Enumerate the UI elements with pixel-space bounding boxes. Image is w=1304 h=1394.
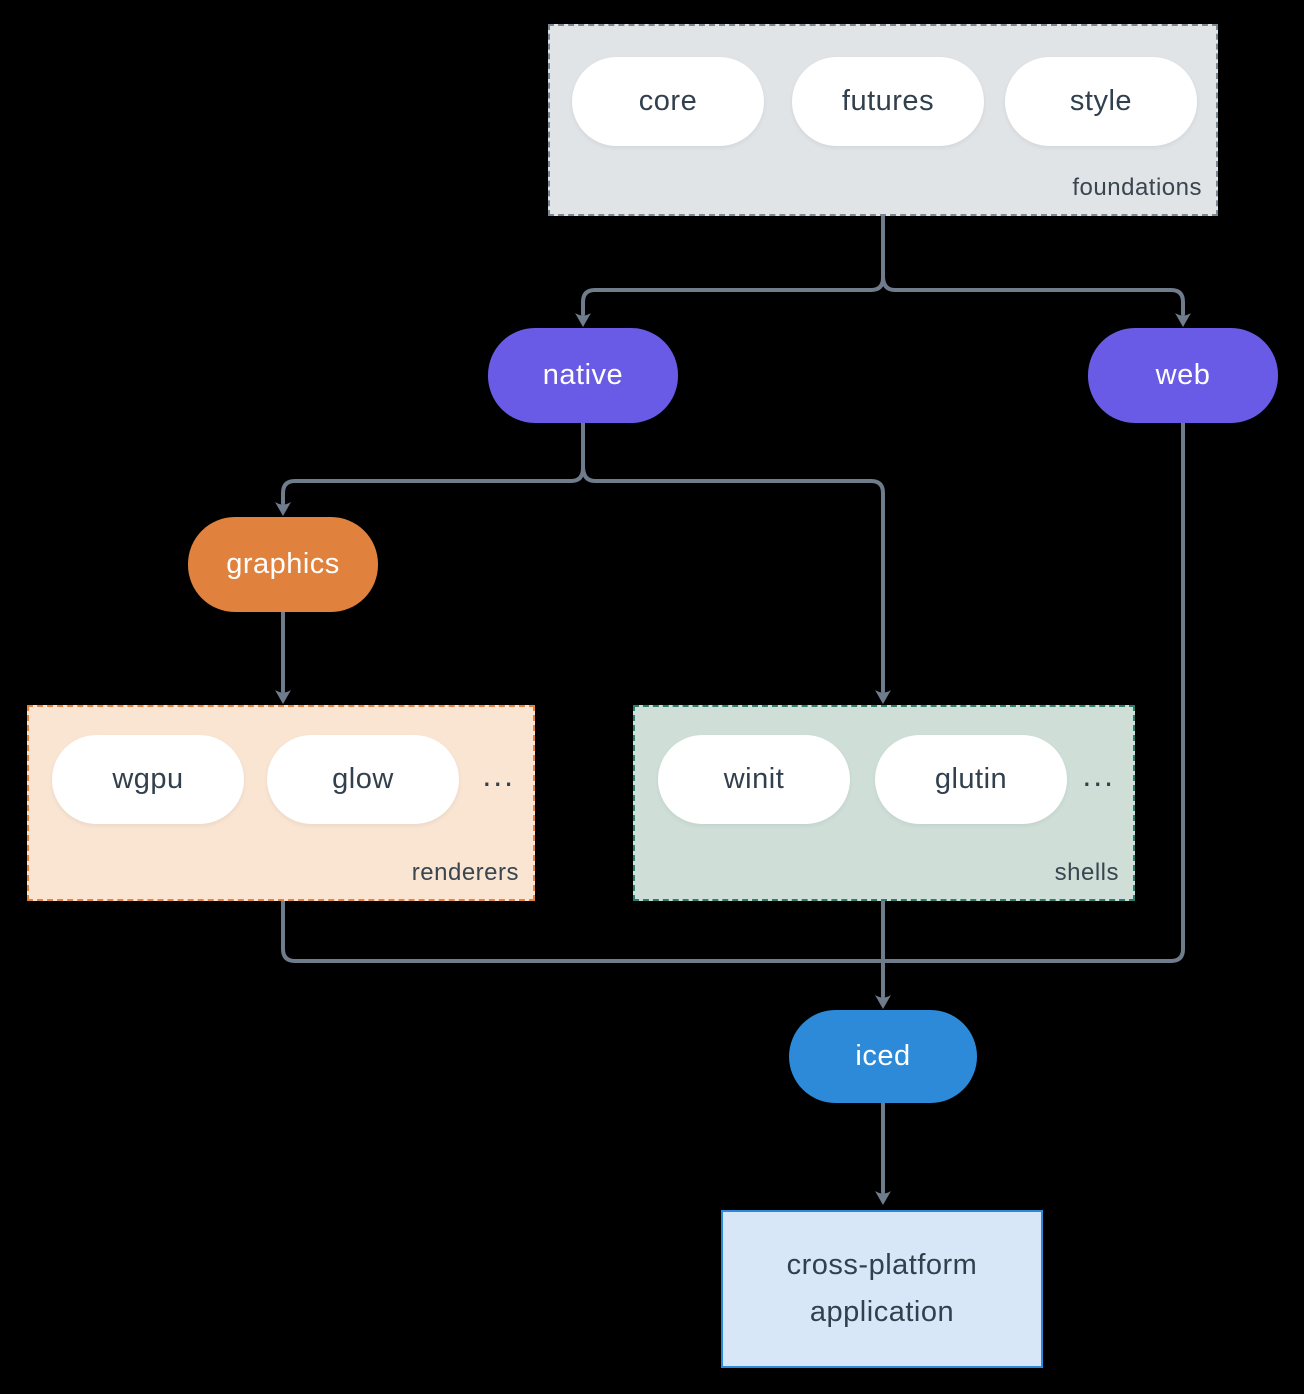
node-graphics-label: graphics xyxy=(226,548,340,580)
node-core: core xyxy=(572,57,764,146)
node-futures: futures xyxy=(792,57,984,146)
node-futures-label: futures xyxy=(841,85,935,117)
node-native: native xyxy=(488,328,678,423)
group-shells-label: shells xyxy=(1054,859,1119,886)
edge-foundations-native xyxy=(581,214,885,316)
shells-ellipsis: ... xyxy=(1082,757,1115,793)
app-label-line1: cross-platform xyxy=(786,1249,978,1281)
edge-native-shells xyxy=(581,464,885,693)
node-core-label: core xyxy=(638,85,698,117)
node-web-label: web xyxy=(1155,359,1211,391)
node-style-label: style xyxy=(1069,85,1133,117)
group-renderers-label: renderers xyxy=(411,859,519,886)
node-web: web xyxy=(1088,328,1278,423)
edge-native-graphics xyxy=(281,421,585,505)
edge-renderers-iced xyxy=(281,899,885,963)
node-glow: glow xyxy=(267,735,459,824)
arrowhead-iced xyxy=(875,995,891,1009)
node-style: style xyxy=(1005,57,1197,146)
node-wgpu: wgpu xyxy=(52,735,244,824)
arrowhead-renderers xyxy=(275,690,291,704)
node-glow-label: glow xyxy=(332,763,394,795)
renderers-ellipsis: ... xyxy=(482,757,515,793)
node-native-label: native xyxy=(542,359,624,391)
arrowhead-shells xyxy=(875,690,891,704)
group-foundations: core futures style foundations xyxy=(548,24,1218,216)
arrowhead-app xyxy=(875,1191,891,1205)
node-winit-label: winit xyxy=(723,763,785,795)
edge-foundations-web xyxy=(881,274,1185,316)
group-shells: winit glutin ... shells xyxy=(633,705,1135,901)
node-graphics: graphics xyxy=(188,517,378,612)
node-wgpu-label: wgpu xyxy=(112,763,184,795)
node-iced-label: iced xyxy=(855,1040,911,1072)
node-iced: iced xyxy=(789,1010,977,1103)
arrowhead-web xyxy=(1175,313,1191,327)
node-winit: winit xyxy=(658,735,850,824)
app-label-line2: application xyxy=(809,1296,955,1328)
node-glutin-label: glutin xyxy=(934,763,1008,795)
group-renderers: wgpu glow ... renderers xyxy=(27,705,535,901)
group-foundations-label: foundations xyxy=(1072,174,1202,201)
node-cross-platform-application: cross-platform application xyxy=(721,1210,1043,1368)
arrowhead-native xyxy=(575,313,591,327)
arrowhead-graphics xyxy=(275,502,291,516)
node-glutin: glutin xyxy=(875,735,1067,824)
